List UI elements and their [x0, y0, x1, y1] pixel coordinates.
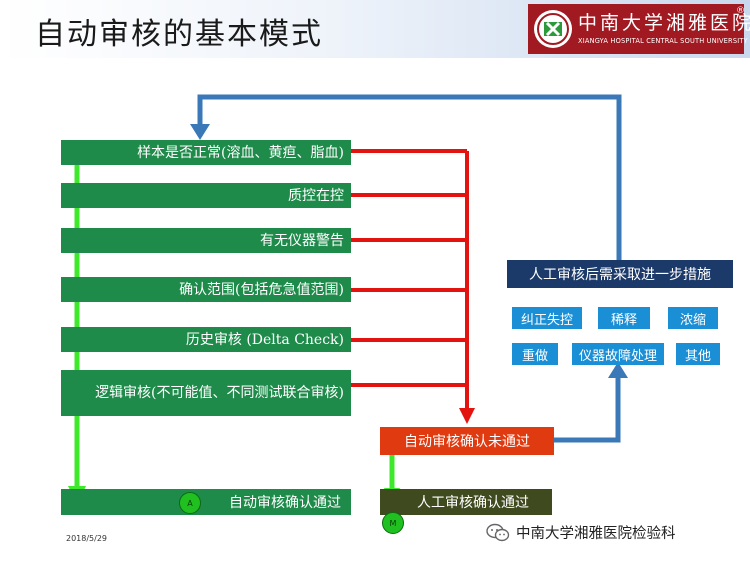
- source-watermark: 中南大学湘雅医院检验科: [486, 522, 676, 543]
- measure-concentrate: 浓缩: [668, 307, 718, 329]
- step-label: 历史审核 (Delta Check): [185, 331, 344, 348]
- logo-name-cn: 中南大学湘雅医院: [578, 12, 750, 34]
- measure-redo: 重做: [512, 343, 558, 365]
- manual-pass-label: 人工审核确认通过: [417, 495, 529, 511]
- measure-dilute: 稀释: [598, 307, 650, 329]
- step-label: 样本是否正常(溶血、黄疸、脂血): [137, 144, 344, 161]
- auto-fail-box: 自动审核确认未通过: [380, 427, 554, 455]
- measures-header: 人工审核后需采取进一步措施: [507, 260, 733, 288]
- red-trunk-arrowhead: [459, 408, 475, 424]
- blue-return-path: [197, 94, 622, 260]
- blue-fail-arrowhead: [608, 362, 628, 378]
- auto-badge: A: [179, 492, 201, 514]
- step-label: 确认范围(包括危急值范围): [179, 281, 344, 298]
- blue-fail-path: [554, 374, 621, 443]
- step-delta-check: 历史审核 (Delta Check): [61, 327, 351, 352]
- step-logic-check: 逻辑审核(不可能值、不同测试联合审核): [61, 370, 351, 416]
- step-label: 有无仪器警告: [260, 232, 344, 249]
- step-qc-check: 质控在控: [61, 183, 351, 208]
- auto-pass-label: 自动审核确认通过: [229, 495, 341, 511]
- slide-date: 2018/5/29: [66, 534, 108, 543]
- step-instrument-warning: 有无仪器警告: [61, 228, 351, 253]
- measure-instrument-fault: 仪器故障处理: [572, 343, 664, 365]
- wechat-icon: [486, 523, 510, 541]
- hospital-emblem-icon: [534, 10, 572, 48]
- step-range-check: 确认范围(包括危急值范围): [61, 277, 351, 302]
- blue-return-arrowhead: [190, 124, 210, 140]
- measure-correct-qc: 纠正失控: [512, 307, 582, 329]
- manual-pass-box: 人工审核确认通过: [380, 489, 552, 515]
- source-text: 中南大学湘雅医院检验科: [516, 526, 676, 542]
- step-label: 逻辑审核(不可能值、不同测试联合审核): [95, 385, 344, 401]
- slide-title: 自动审核的基本模式: [35, 17, 323, 52]
- measure-other: 其他: [676, 343, 720, 365]
- hospital-logo: 中南大学湘雅医院 XIANGYA HOSPITAL CENTRAL SOUTH …: [528, 4, 750, 54]
- auto-pass-box: 自动审核确认通过: [61, 489, 351, 515]
- step-label: 质控在控: [288, 187, 344, 204]
- step-sample-check: 样本是否正常(溶血、黄疸、脂血): [61, 140, 351, 165]
- logo-name-en: XIANGYA HOSPITAL CENTRAL SOUTH UNIVERSIT…: [578, 37, 748, 45]
- registered-mark: ®: [736, 6, 745, 16]
- manual-badge: M: [382, 512, 404, 534]
